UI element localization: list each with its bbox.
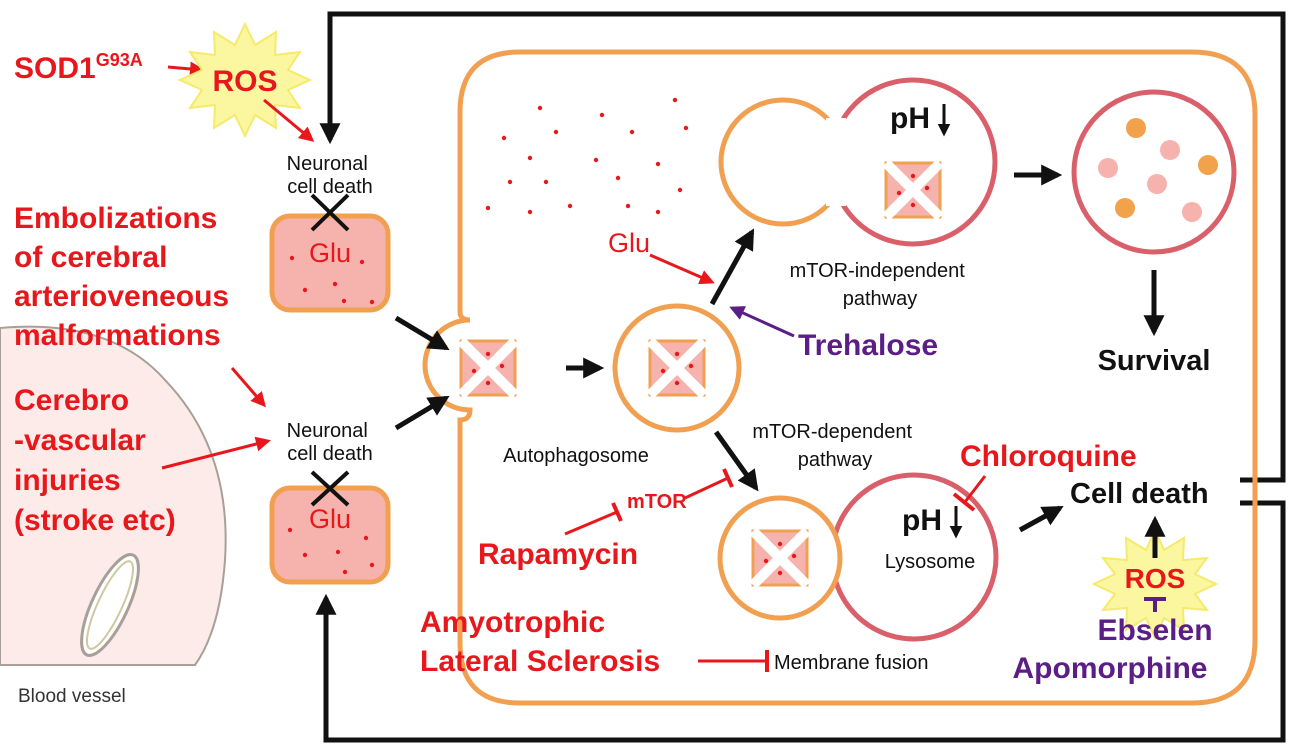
ph-label-bottom: pH bbox=[902, 504, 942, 537]
survival-label: Survival bbox=[1098, 345, 1211, 377]
ros-label-top: ROS bbox=[212, 65, 277, 98]
feedback-loop-line bbox=[319, 11, 1286, 483]
mtor-dependent-label: mTOR-dependent pathway bbox=[752, 421, 917, 471]
mtor-independent-label: mTOR-independent pathway bbox=[790, 260, 971, 310]
cell-death-label: Cell death bbox=[1070, 478, 1209, 510]
mtor-independent-arrow bbox=[709, 228, 755, 306]
autophagosome-cargo bbox=[650, 341, 704, 395]
ph-label-top: pH bbox=[890, 102, 930, 135]
als-label: Amyotrophic Lateral Sclerosis bbox=[420, 606, 660, 678]
neuron1-to-cell-arrow bbox=[394, 315, 450, 351]
lysosome-label: Lysosome bbox=[885, 551, 975, 573]
ros-starburst-bottom bbox=[1091, 527, 1219, 641]
death-cross-1 bbox=[310, 193, 350, 232]
trehalose-label: Trehalose bbox=[798, 329, 938, 362]
rapamycin-inhibit-line bbox=[564, 510, 618, 536]
rapamycin-label: Rapamycin bbox=[478, 538, 638, 571]
cell-membrane bbox=[422, 49, 1258, 706]
neuronal-death-label-1: Neuronal cell death bbox=[287, 153, 374, 198]
digested-vesicle bbox=[1071, 89, 1237, 255]
autolysosome-fusion-top bbox=[718, 77, 998, 247]
mtor-inhibit-line bbox=[684, 476, 729, 500]
neuron-cell-2: Glu bbox=[269, 485, 391, 585]
sod1-superscript: G93A bbox=[96, 50, 143, 70]
rapamycin-inhibit-bar bbox=[611, 502, 623, 522]
mtor-dependent-arrow bbox=[713, 430, 759, 492]
neuron-cell-1: Glu bbox=[269, 213, 391, 313]
death-cross-2 bbox=[310, 470, 350, 507]
ebselen-label: Ebselen bbox=[1097, 614, 1212, 647]
mtor-label: mTOR bbox=[627, 491, 687, 513]
glu-inner-label: Glu bbox=[608, 228, 650, 258]
glu-label-cell-2: Glu bbox=[309, 504, 351, 534]
trehalose-arrow bbox=[729, 306, 795, 338]
glu-stimulus-arrow bbox=[649, 253, 715, 285]
embolizations-label: Embolizations of cerebral arterioveneous… bbox=[14, 202, 237, 352]
cerebrovascular-label: Cerebro -vascular injuries (stroke etc) bbox=[14, 384, 176, 537]
sod1-label: SOD1G93A bbox=[14, 50, 143, 85]
chloroquine-inhibit-bar bbox=[952, 492, 976, 512]
membrane-fusion-label: Membrane fusion bbox=[774, 652, 929, 674]
neuronal-death-label-2: Neuronal cell death bbox=[287, 420, 374, 465]
ros-label-bottom: ROS bbox=[1125, 563, 1186, 594]
sod1-to-ros-arrow bbox=[167, 61, 205, 77]
ros-to-death-arrow bbox=[263, 98, 315, 142]
ros-starburst-top bbox=[177, 21, 313, 139]
free-glutamate-dots bbox=[485, 97, 689, 215]
chloroquine-inhibit-line bbox=[963, 475, 987, 503]
engulfed-cargo bbox=[461, 341, 515, 395]
feedback-loop-line-bottom bbox=[315, 500, 1286, 743]
blood-vessel-label: Blood vessel bbox=[18, 686, 126, 707]
embolizations-arrow bbox=[230, 367, 266, 408]
to-cell-death-arrow bbox=[1018, 505, 1064, 533]
autophagosome-label: Autophagosome bbox=[503, 445, 649, 467]
chloroquine-label: Chloroquine bbox=[960, 440, 1137, 473]
apomorphine-label: Apomorphine bbox=[1013, 652, 1208, 685]
glu-label-cell-1: Glu bbox=[309, 238, 351, 268]
mtor-inhibit-bar bbox=[722, 468, 734, 488]
cerebrovascular-arrow bbox=[161, 436, 271, 470]
neuron2-to-cell-arrow bbox=[394, 395, 450, 431]
